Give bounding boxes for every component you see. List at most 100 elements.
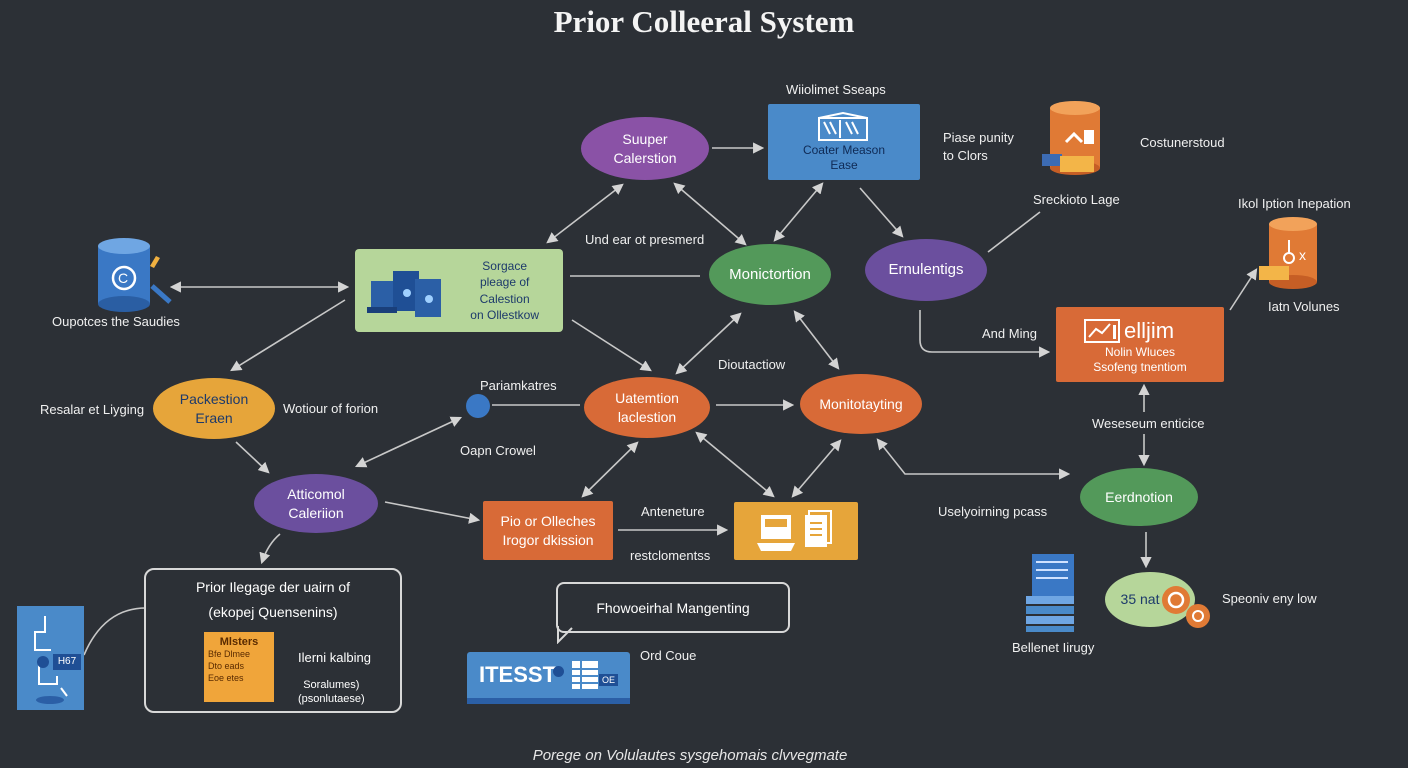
arrow-pariam-atticomol (354, 416, 463, 468)
arrow-monic-monitoy (793, 310, 840, 370)
panel-prior-line2: (ekopej Quensenins) (208, 604, 338, 620)
label-sreckioto: Sreckioto Lage (1033, 192, 1120, 207)
arrow-eiiim-ikol (1229, 268, 1258, 311)
label-ikol-iption: Ikol Iption Inepation (1238, 196, 1351, 211)
badge-card-label: H67 (53, 654, 81, 670)
node-pio-olleches[interactable]: Pio or Olleches Irogor dkission (483, 501, 613, 560)
itesst-dot (553, 666, 564, 677)
label-rasaler: Resalar et Liyging (40, 402, 145, 417)
label-itatn-volumes: Iatn Volunes (1268, 299, 1340, 314)
label-dioutactiow: Dioutactiow (718, 357, 786, 372)
node-ernulentigs-text: Ernulentigs (888, 261, 964, 279)
node-uatemtion[interactable]: Uatemtion laclestion (584, 377, 710, 438)
node-sorgace[interactable]: Sorgace pleage of Calestion on Ollestkow (355, 249, 563, 332)
panel-prior-doc-title: Mlsters (219, 636, 259, 648)
label-pariamkatres: Pariamkatres (480, 378, 557, 393)
label-und-ear: Und ear ot presmerd (585, 232, 705, 247)
network-icon (34, 616, 68, 704)
node-super-calerstion[interactable]: Suuper Calerstion (581, 117, 709, 180)
database-icon: C (98, 238, 172, 312)
node-eeodnotion[interactable]: Eerdnotion (1080, 468, 1198, 526)
node-eiiim-text: Nolin Wluces Ssofeng tnentiom (1093, 344, 1187, 375)
arrow-monitoy-eeodnotion (876, 438, 1071, 480)
arrow-monitoy-amber (791, 439, 842, 498)
connector-dot (466, 394, 490, 418)
node-monictortion-text: Monictortion (729, 265, 811, 283)
node-atticomol-text: Atticomol Caleriion (287, 486, 345, 521)
label-oupotces: Oupotces the Saudies (52, 314, 180, 329)
arrow-packestion-atticomol (235, 441, 270, 474)
panel-prior-doc-body: Bfe Dlmee Dto eads Eoe etes (208, 649, 251, 684)
arrow-coater-ernul (859, 187, 904, 238)
node-monitoyting[interactable]: Monitotayting (800, 374, 922, 434)
label-and-ming: And Ming (982, 326, 1037, 341)
arrow-atticomol-panel (259, 533, 281, 565)
node-coater-meason[interactable]: Coater Meason Ease (768, 104, 920, 180)
stack-icon (1026, 554, 1074, 632)
label-costumerstoud: Costunerstoud (1140, 135, 1225, 150)
database-icon (1042, 101, 1100, 175)
server-icon (367, 271, 441, 317)
panel-phono-text: Fhowoeirhal Mangenting (596, 600, 750, 616)
panel-prior: Prior Ilegage der uairn of (ekopej Quens… (144, 568, 402, 713)
node-eiiim[interactable]: elljim Nolin Wluces Ssofeng tnentiom (1056, 307, 1224, 382)
itesst-card[interactable]: ITESST OE (467, 652, 630, 704)
chart-icon (1084, 319, 1120, 344)
node-atticomol[interactable]: Atticomol Caleriion (254, 474, 378, 533)
node-amber-docs[interactable] (734, 502, 858, 560)
arrow-monic-uatemtion (675, 312, 742, 375)
itesst-tag: OE (599, 674, 619, 686)
node-coater-meason-text: Coater Meason Ease (802, 142, 886, 173)
database-icon: x (1259, 217, 1317, 289)
itesst-card-text: ITESST (479, 662, 557, 687)
node-ss-nat-text: 35 nat (1120, 591, 1160, 608)
line-badge-panel (83, 607, 147, 656)
arrow-uatemtion-amber (695, 431, 775, 498)
document-icon (757, 510, 832, 551)
arrow-super-monic (673, 182, 747, 246)
label-wiiolimet: Wiiolimet Sseaps (786, 82, 886, 97)
building-icon (818, 112, 868, 141)
footer-caption: Porege on Volulautes sysgehomais clvvegm… (532, 747, 848, 764)
label-restclomentss: restclomentss (630, 548, 711, 563)
panel-phono: Fhowoeirhal Mangenting (556, 582, 790, 633)
label-oapn-crowel: Oapn Crowel (460, 443, 536, 458)
arrow-sorgace-packestion (230, 299, 346, 372)
node-monitoyting-text: Monitotayting (819, 395, 903, 412)
arrow-pio-uatemtion (581, 441, 639, 498)
label-piase-purnity: Piase punity to Clors (943, 130, 1014, 164)
node-super-calerstion-text: Suuper Calerstion (613, 131, 677, 166)
node-sorgace-text: Sorgace pleage of Calestion on Ollestkow (470, 259, 539, 322)
label-ord-coue: Ord Coue (640, 648, 697, 663)
gear-badge-icon (1162, 586, 1210, 628)
svg-text:C: C (118, 270, 128, 286)
panel-prior-line1: Prior Ilegage der uairn of (195, 579, 351, 595)
node-pio-olleches-text: Pio or Olleches Irogor dkission (500, 513, 596, 548)
label-anteneture: Anteneture (641, 504, 705, 519)
itesst-base (467, 698, 630, 704)
badge-card: H67 (17, 606, 84, 710)
label-wesesuem: Weseseum enticice (1092, 416, 1205, 431)
label-bellenet: Bellenet Iirugy (1012, 640, 1095, 655)
node-packestion-text: Packestion Eraen (179, 391, 249, 426)
arrow-sorgace-super (546, 183, 624, 244)
node-ernulentigs[interactable]: Ernulentigs (865, 239, 987, 301)
arrow-ernul-eiiim (919, 310, 1051, 358)
node-monictortion[interactable]: Monictortion (709, 244, 831, 305)
arrow-atticomol-pio (384, 501, 481, 524)
speech-tail (557, 626, 573, 644)
line-ernul-sreckioto (987, 211, 1041, 253)
eiiim-logo: elljim (1084, 317, 1174, 346)
label-uselyoirning: Uselyoirning pcass (938, 504, 1048, 519)
table-icon (572, 661, 598, 689)
label-wotiour: Wotiour of forion (283, 401, 379, 416)
panel-prior-side-title: Ilerni kalbing (298, 650, 371, 665)
page-title: Prior Colleeral System (553, 4, 855, 39)
node-packestion[interactable]: Packestion Eraen (153, 378, 275, 439)
node-eeodnotion-text: Eerdnotion (1105, 488, 1173, 505)
panel-prior-document: Mlsters Bfe Dlmee Dto eads Eoe etes (204, 632, 274, 702)
arrow-coater-monic (773, 182, 824, 242)
svg-text:x: x (1299, 247, 1306, 263)
arrow-sorgace-uatemtion (571, 319, 652, 372)
